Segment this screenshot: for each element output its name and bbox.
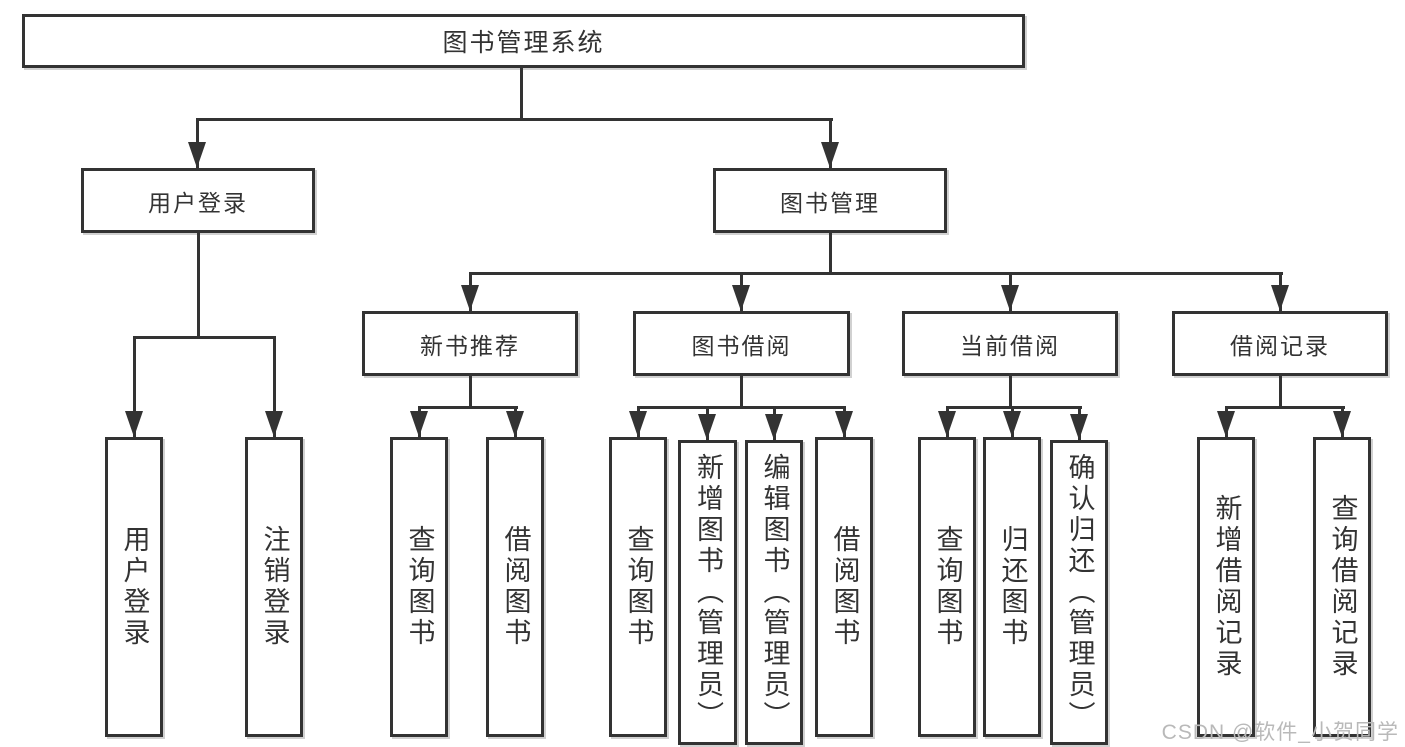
arrowhead-down-icon: [1001, 285, 1019, 311]
connector-login-stub: [197, 231, 200, 339]
connector-rec-stub: [469, 374, 472, 409]
connector-login-line2: [273, 336, 276, 437]
connector-mgmt-hline: [469, 272, 1283, 275]
connector-root-hline: [196, 118, 833, 121]
connector-login-hline: [133, 336, 276, 339]
arrowhead-down-icon: [1333, 411, 1351, 437]
leaf-confirm-return-admin: 确认归还（管理员）: [1050, 440, 1108, 745]
node-borrowing-records: 借阅记录: [1172, 311, 1388, 376]
arrowhead-down-icon: [188, 142, 206, 168]
node-book-management: 图书管理: [713, 168, 947, 233]
connector-current-stub: [1009, 374, 1012, 409]
arrowhead-down-icon: [1217, 411, 1235, 437]
connector-rec-hline: [418, 406, 518, 409]
node-book-borrowing: 图书借阅: [633, 311, 850, 376]
leaf-user-login: 用户登录: [105, 437, 163, 737]
arrowhead-down-icon: [835, 411, 853, 437]
leaf-return-books: 归还图书: [983, 437, 1041, 737]
arrowhead-down-icon: [732, 285, 750, 311]
connector-mgmt-stub: [829, 231, 832, 275]
leaf-edit-books-admin: 编辑图书（管理员）: [745, 440, 803, 745]
arrowhead-down-icon: [698, 414, 716, 440]
arrowhead-down-icon: [1070, 414, 1088, 440]
leaf-add-books-admin: 新增图书（管理员）: [678, 440, 737, 745]
arrowhead-down-icon: [410, 411, 428, 437]
node-new-book-recommendation: 新书推荐: [362, 311, 578, 376]
leaf-borrow-books-recommend: 借阅图书: [486, 437, 544, 737]
arrowhead-down-icon: [765, 414, 783, 440]
arrowhead-down-icon: [938, 411, 956, 437]
leaf-query-books-recommend: 查询图书: [390, 437, 448, 737]
leaf-query-books-current: 查询图书: [918, 437, 976, 737]
leaf-query-borrow-record: 查询借阅记录: [1313, 437, 1371, 737]
connector-borrow-hline: [637, 406, 846, 409]
connector-current-hline: [946, 406, 1082, 409]
node-current-borrowing: 当前借阅: [902, 311, 1118, 376]
node-user-login: 用户登录: [81, 168, 315, 233]
connector-root-stub: [520, 66, 523, 120]
arrowhead-down-icon: [1271, 285, 1289, 311]
arrowhead-down-icon: [821, 142, 839, 168]
arrowhead-down-icon: [506, 411, 524, 437]
connector-borrow-stub: [740, 374, 743, 409]
leaf-borrow-books-borrowing: 借阅图书: [815, 437, 873, 737]
connector-records-hline: [1225, 406, 1345, 409]
arrowhead-down-icon: [125, 411, 143, 437]
watermark: CSDN @软件_小贺同学: [1161, 721, 1399, 744]
leaf-add-borrow-record: 新增借阅记录: [1197, 437, 1255, 737]
connector-login-line1: [133, 336, 136, 437]
leaf-logout: 注销登录: [245, 437, 303, 737]
node-library-management-system: 图书管理系统: [22, 14, 1025, 68]
leaf-query-books-borrowing: 查询图书: [609, 437, 667, 737]
arrowhead-down-icon: [265, 411, 283, 437]
arrowhead-down-icon: [461, 285, 479, 311]
arrowhead-down-icon: [1003, 411, 1021, 437]
connector-records-stub: [1279, 374, 1282, 409]
arrowhead-down-icon: [629, 411, 647, 437]
